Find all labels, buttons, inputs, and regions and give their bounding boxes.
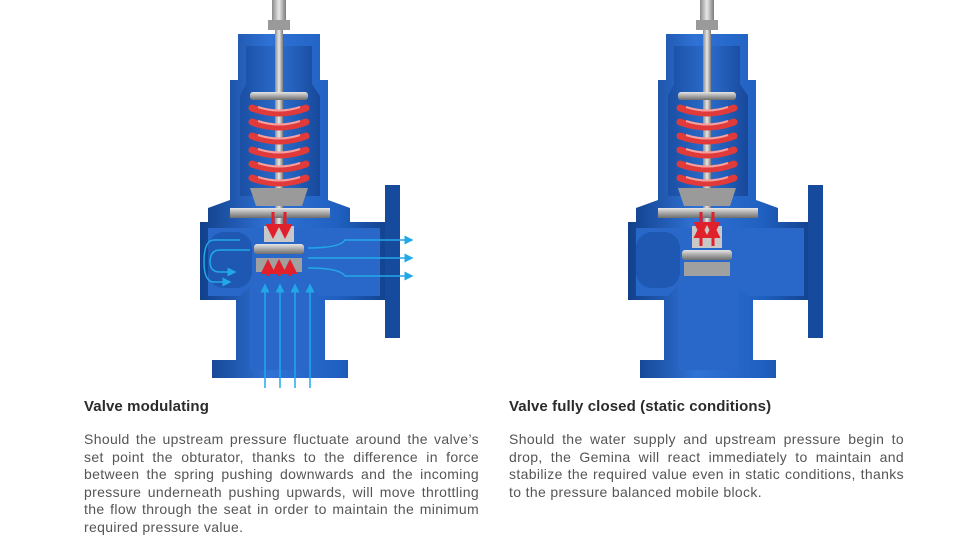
caption-title: Valve fully closed (static conditions) <box>509 398 772 415</box>
force-arrow-icon <box>260 212 298 276</box>
caption-body: Should the upstream pressure fluctuate a… <box>84 431 479 535</box>
flow-arrow-icon <box>203 235 414 388</box>
spring-icon <box>676 92 738 206</box>
diaphragm-plate <box>658 208 758 218</box>
caption-closed: Valve fully closed (static conditions) S… <box>509 398 904 501</box>
caption-title: Valve modulating <box>84 398 209 415</box>
valve-modulating-diagram <box>200 0 414 388</box>
valve-closed-diagram <box>628 0 823 378</box>
spring-icon <box>248 92 310 206</box>
stem <box>268 0 290 30</box>
diaphragm-plate <box>230 208 330 218</box>
force-arrow-icon <box>693 212 721 246</box>
stem <box>696 0 718 30</box>
caption-modulating: Valve modulating Should the upstream pre… <box>84 398 479 536</box>
caption-body: Should the water supply and upstream pre… <box>509 431 904 500</box>
